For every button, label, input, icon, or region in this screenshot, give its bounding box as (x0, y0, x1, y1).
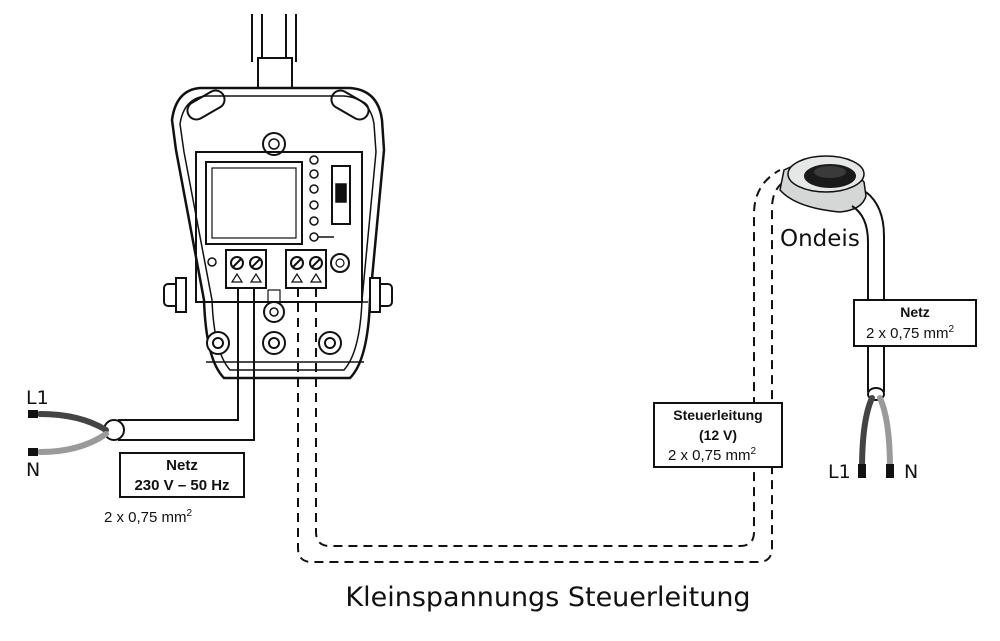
mode-switch (331, 165, 351, 225)
control-cable-dashed (297, 169, 791, 563)
cable-gland-right (318, 331, 342, 355)
left-feed-box-line2: 230 V – 50 Hz (134, 477, 229, 494)
timer-display (205, 161, 303, 245)
sensor-n-label: N (904, 461, 918, 483)
left-feed-cable-spec: 2 x 0,75 mm2 (104, 508, 193, 526)
control-box-line1: Steuerleitung (673, 407, 762, 423)
indicator-leds (309, 155, 334, 242)
control-unit (163, 14, 393, 380)
center-screw (263, 301, 285, 323)
feed-wire-l1 (37, 411, 109, 433)
caption-low-voltage-control-line: Kleinspannungs Steuerleitung (345, 582, 750, 613)
sensor-name-label: Ondeis (780, 226, 860, 252)
terminal-block-mains (225, 249, 267, 289)
sensor-l1-label: L1 (828, 461, 851, 483)
terminal-block-control (285, 249, 327, 289)
side-clamp-right (369, 277, 393, 313)
sensor-wire-l1 (859, 395, 875, 473)
left-feed-n-label: N (26, 459, 40, 481)
control-box-line2: (12 V) (699, 427, 737, 443)
control-cable-label-box: Steuerleitung (12 V) 2 x 0,75 mm2 (653, 402, 783, 468)
sensor-box-line1: Netz (900, 304, 930, 320)
sensor-wire-n (877, 395, 893, 473)
top-screw (262, 132, 286, 156)
mounting-slot-right (330, 89, 370, 121)
feed-wire-n (37, 431, 109, 455)
left-feed-box-line1: Netz (166, 457, 198, 474)
cable-gland-left (206, 331, 230, 355)
cable-gland-center (262, 331, 286, 355)
control-box-line3: 2 x 0,75 mm2 (668, 446, 757, 464)
sensor-mains-cable (851, 191, 885, 401)
sensor-mains-label-box: Netz 2 x 0,75 mm2 (853, 299, 977, 347)
ondeis-sensor (779, 155, 867, 213)
left-feed-label-box: Netz 230 V – 50 Hz (119, 452, 245, 498)
sensor-box-line2: 2 x 0,75 mm2 (866, 324, 955, 342)
side-clamp-left (163, 277, 187, 313)
left-feed-l1-label: L1 (26, 387, 49, 409)
housing-outline (170, 86, 386, 380)
mounting-slot-left (186, 89, 226, 121)
